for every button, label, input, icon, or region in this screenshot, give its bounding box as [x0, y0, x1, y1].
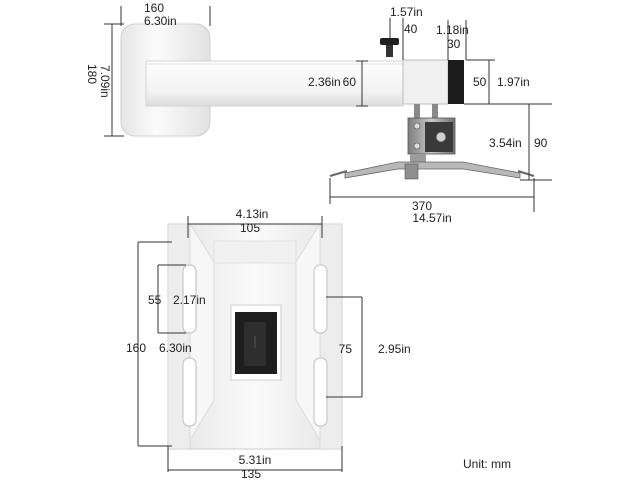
dim-spread-mm: 370	[412, 199, 432, 213]
dim-drop-inch: 3.54in	[489, 136, 522, 150]
extension-arm	[145, 60, 404, 107]
dim-plate-height-inch: 6.30in	[159, 341, 192, 355]
dim-inner-tube-mm: 30	[447, 37, 461, 51]
dim-wall-height-mm: 180	[85, 64, 99, 84]
slot-upper-left	[182, 264, 197, 334]
slot-lower-left	[182, 357, 197, 427]
front-view-dimensions	[137, 216, 363, 472]
top-view-dimensions	[104, 6, 552, 212]
dim-bottom-width-inch: 5.31in	[239, 453, 272, 467]
dim-wall-width-inch: 6.30in	[144, 14, 177, 28]
dim-top-width-mm: 105	[240, 221, 260, 235]
dim-bottom-width-mm: 135	[241, 467, 261, 480]
dim-slot-spacing-inch: 2.95in	[378, 342, 411, 356]
dim-plate-height-mm: 160	[126, 341, 146, 355]
arm-mount-illustration	[120, 23, 535, 180]
dim-drop-mm: 90	[534, 136, 548, 150]
dim-knob-inch: 1.57in	[390, 5, 423, 19]
dim-arm-height-inch: 2.36in	[308, 75, 341, 89]
dim-spread-inch: 14.57in	[412, 211, 451, 225]
dim-knob-mm: 40	[404, 22, 418, 36]
dim-slot-height-inch: 2.17in	[173, 293, 206, 307]
dim-tube-height-inch: 1.97in	[497, 75, 530, 89]
tilt-bracket	[407, 117, 456, 164]
dim-tube-height-mm: 50	[473, 75, 487, 89]
knob-icon	[380, 38, 399, 57]
dim-arm-height-mm: 60	[343, 75, 357, 89]
end-cap	[448, 60, 464, 104]
dim-top-width-inch: 4.13in	[236, 207, 269, 221]
universal-spider-plate	[329, 161, 535, 180]
dim-slot-spacing-mm: 75	[339, 342, 353, 356]
dim-inner-tube-inch: 1.18in	[436, 23, 469, 37]
dim-slot-height-mm: 55	[148, 293, 162, 307]
unit-label: Unit: mm	[463, 457, 511, 471]
wall-plate-front-illustration	[167, 222, 343, 450]
dim-wall-width-mm: 160	[144, 1, 164, 15]
slot-lower-right	[313, 357, 328, 427]
slot-upper-right	[313, 264, 328, 334]
inner-tube	[402, 59, 449, 105]
dim-wall-height-inch: 7.09in	[98, 65, 112, 98]
